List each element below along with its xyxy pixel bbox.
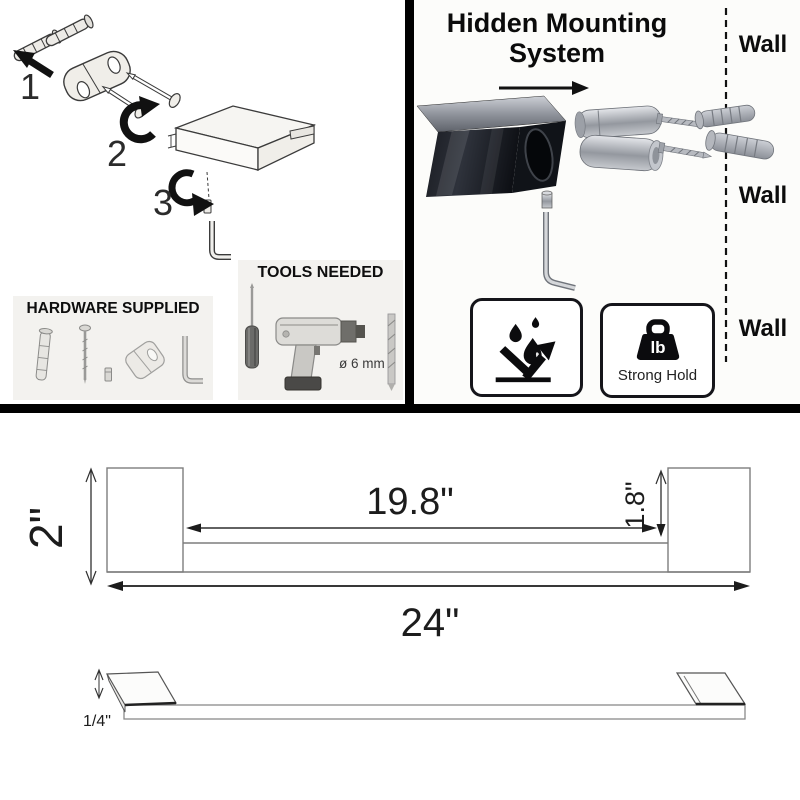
drill-bit-icon	[387, 313, 396, 391]
post-height-label: 2"	[20, 507, 72, 549]
vertical-divider	[405, 0, 414, 413]
bar-thickness-dimension: 1/4"	[83, 668, 111, 730]
mounting-screw-icon	[125, 72, 181, 108]
rotate-arrow-icon	[168, 169, 214, 216]
step-1-number: 1	[20, 66, 40, 107]
mounting-system-title: Hidden Mounting System	[416, 8, 698, 68]
assembly-direction-arrow-icon	[499, 81, 589, 95]
bar-thickness-label: 1/4"	[83, 713, 111, 730]
alignment-dashed-line	[206, 171, 210, 200]
strong-hold-badge: lb Strong Hold	[600, 303, 715, 398]
dimension-drawing: 19.8" 1.8" 2" 24"	[20, 467, 751, 730]
tools-icons: ø 6 mm	[245, 283, 396, 391]
towel-bar-front-view	[106, 467, 751, 573]
step-2-number: 2	[107, 133, 127, 174]
inner-length-label: 19.8"	[366, 481, 453, 523]
dimension-drawing-panel: 19.8" 1.8" 2" 24"	[0, 413, 800, 800]
mounting-screw-icon	[657, 142, 713, 159]
allen-key-icon	[209, 221, 231, 260]
allen-key-icon	[182, 336, 203, 384]
insert-direction-arrow-icon	[13, 50, 54, 78]
bar-end-bracket-icon	[167, 105, 317, 172]
towel-bar-side-view	[105, 671, 747, 720]
inner-length-dimension: 19.8"	[186, 481, 657, 533]
power-drill-icon	[275, 317, 365, 391]
mounting-post-icon	[579, 134, 664, 172]
step-3-number: 3	[153, 182, 173, 223]
installation-steps-panel: 1 2	[0, 0, 405, 404]
wall-label: Wall	[739, 315, 787, 342]
hardware-items-icons	[35, 324, 203, 384]
tools-needed-box: TOOLS NEEDED	[238, 260, 403, 400]
mounting-bracket-icon	[125, 340, 165, 380]
allen-key-icon	[543, 212, 576, 291]
screwdriver-icon	[245, 283, 259, 369]
wall-label: Wall	[739, 182, 787, 209]
post-top-height-dimension: 1.8"	[620, 469, 667, 537]
drill-bit-size-label: ø 6 mm	[339, 356, 385, 371]
horizontal-divider	[0, 404, 800, 413]
mounting-screw-icon	[79, 324, 91, 384]
wall-anchor-icon	[694, 104, 756, 130]
chrome-bar-icon	[416, 95, 567, 197]
water-drops-deflect-icon	[495, 316, 555, 382]
weight-icon: lb	[636, 318, 679, 360]
set-screw-icon	[104, 367, 112, 382]
title-line-2: System	[508, 38, 606, 68]
wall-anchor-icon	[705, 130, 775, 160]
hardware-supplied-title: HARDWARE SUPPLIED	[26, 300, 200, 317]
post-height-dimension: 2"	[20, 467, 97, 586]
water-resistant-badge	[470, 298, 583, 397]
weight-lb-label: lb	[650, 338, 665, 357]
tools-needed-title: TOOLS NEEDED	[257, 264, 384, 281]
hidden-mounting-panel: Hidden Mounting System	[414, 0, 800, 404]
mounting-block-icon	[63, 50, 131, 102]
wall-label: Wall	[739, 31, 787, 58]
title-line-1: Hidden Mounting	[446, 8, 668, 38]
wall-anchor-icon	[35, 327, 53, 381]
hardware-supplied-box: HARDWARE SUPPLIED	[13, 296, 213, 400]
mounting-post-icon	[574, 105, 662, 139]
overall-length-label: 24"	[401, 601, 460, 645]
strong-hold-label: Strong Hold	[617, 366, 698, 384]
rotate-arrow-icon	[119, 96, 160, 144]
set-screw-icon	[541, 190, 553, 209]
mounting-exploded-view: Wall Wall Wall	[416, 8, 787, 362]
overall-length-dimension: 24"	[107, 581, 750, 645]
installation-diagram: 1 2	[13, 14, 317, 260]
post-top-height-label: 1.8"	[620, 481, 650, 528]
